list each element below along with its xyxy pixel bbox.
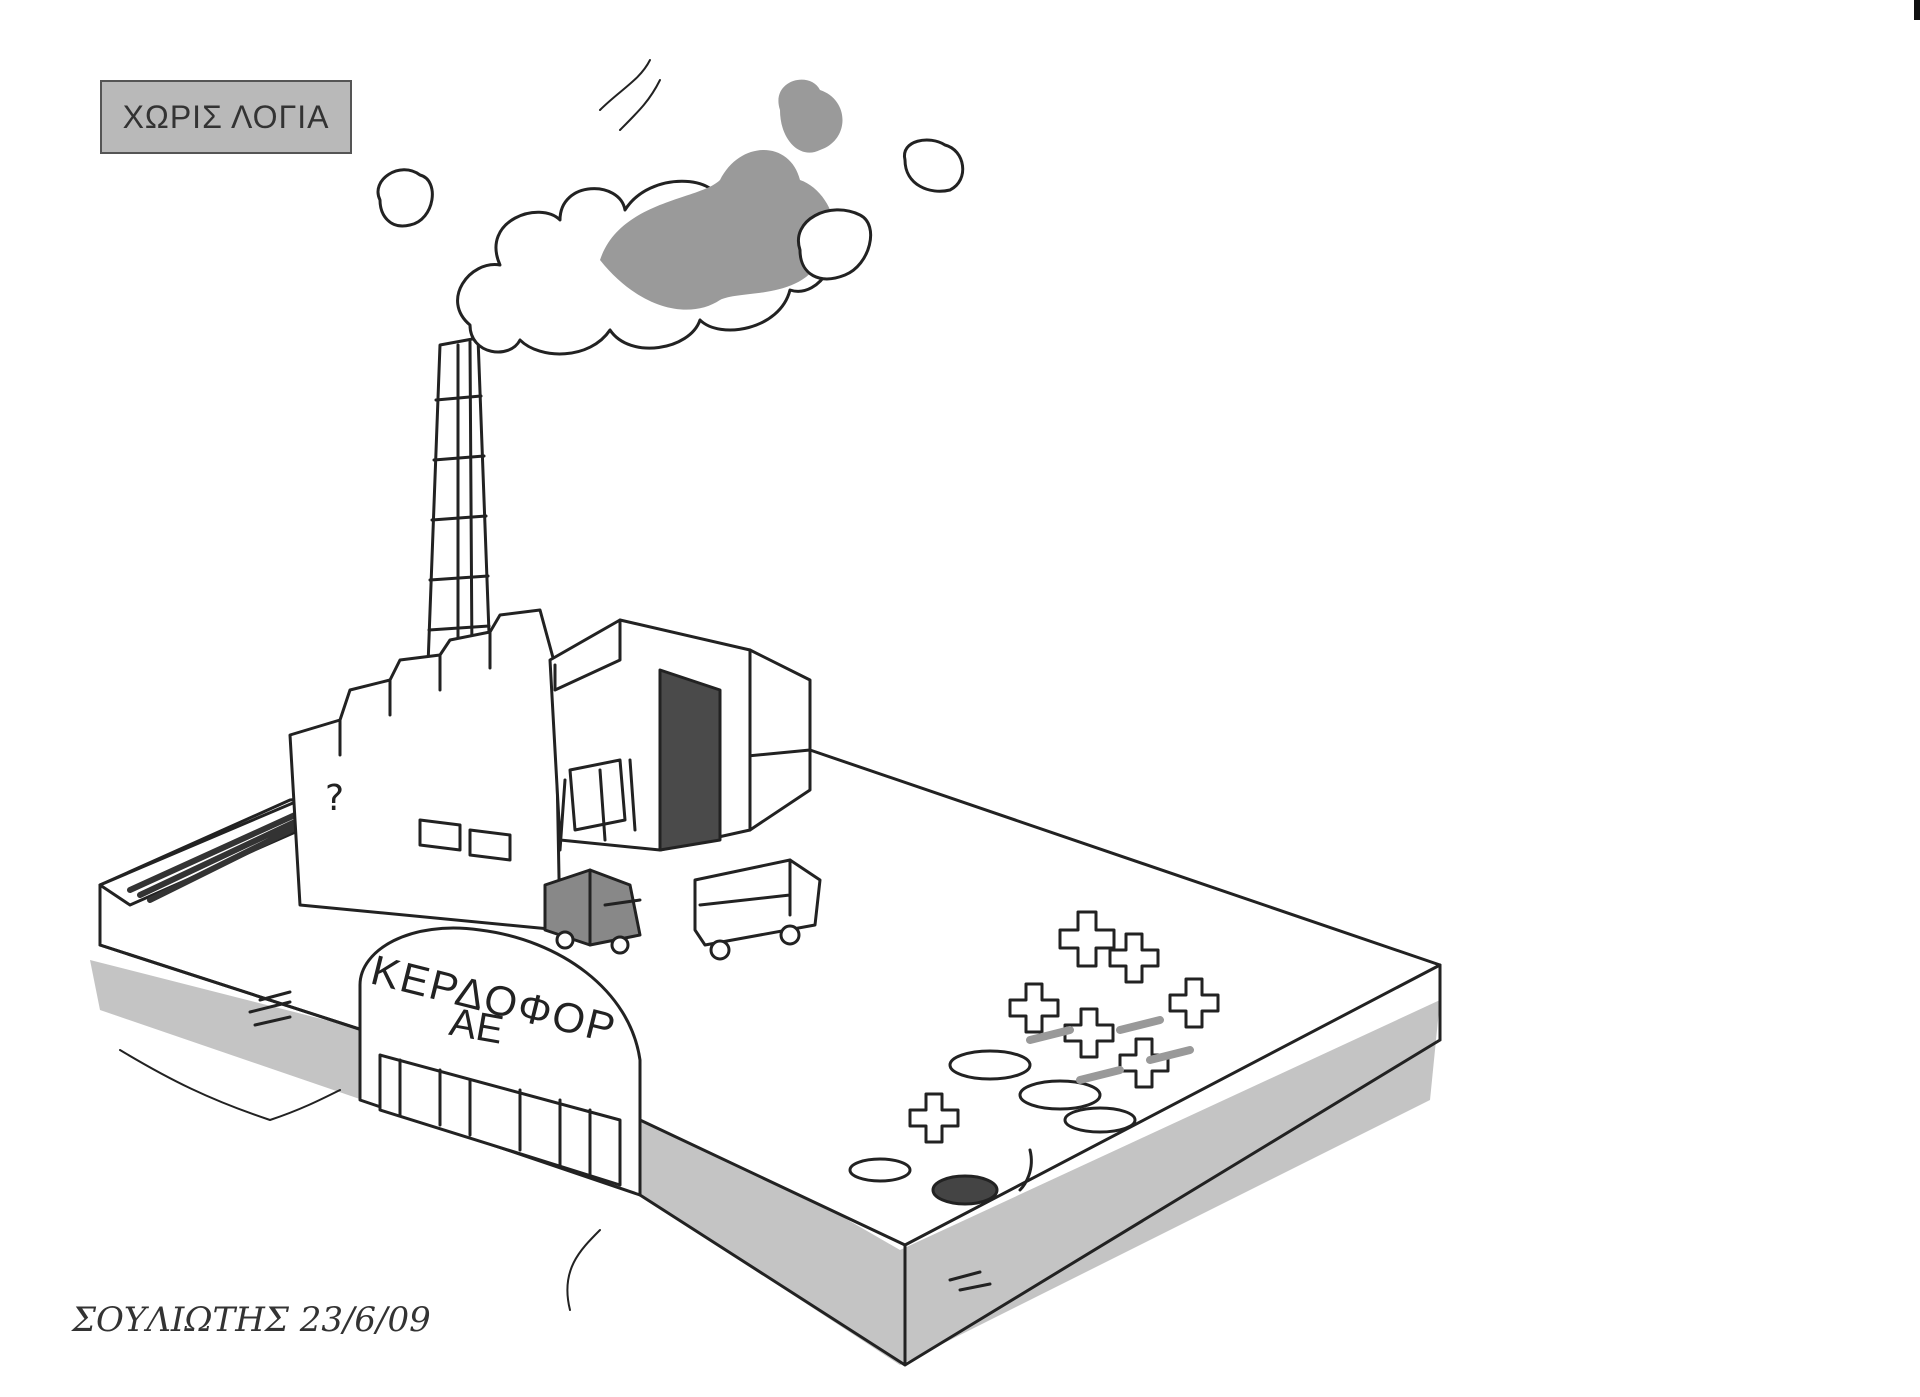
ground-scribble (248, 990, 292, 1027)
ground-crack (566, 1229, 601, 1311)
cross-icon (908, 910, 1220, 1144)
caption-label: ΧΩΡΙΣ ΛΟΓΙΑ (100, 80, 352, 154)
grave-mounds (848, 1016, 1194, 1183)
edge-mark (1914, 0, 1920, 20)
ground-scribble (948, 1270, 992, 1292)
factory-wall-hatch (127, 812, 298, 903)
ground-crack (119, 1049, 341, 1121)
artist-signature: ΣΟΥΛΙΩΤΗΣ 23/6/09 (72, 1300, 431, 1340)
gate-sign-line-2: ΑΕ (446, 1000, 507, 1053)
smoke-cloud (376, 59, 965, 356)
truck-icon (543, 868, 642, 955)
fish-icon (931, 1148, 1033, 1206)
factory-gate (358, 926, 642, 1197)
smokestack-icon (426, 336, 492, 667)
factory-window-mark: ? (325, 778, 344, 819)
truck-icon (693, 858, 822, 961)
